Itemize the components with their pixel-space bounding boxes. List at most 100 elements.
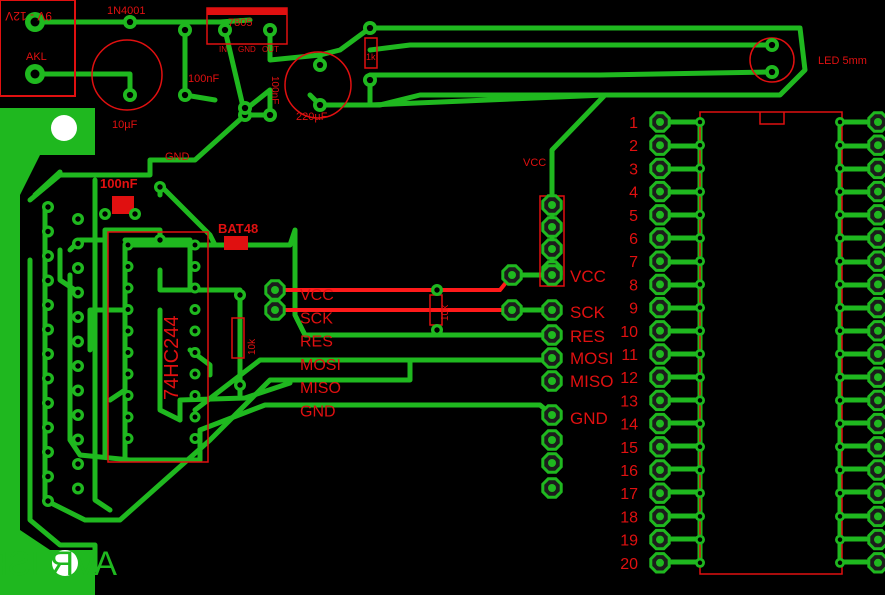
component-pad-hole [157, 184, 163, 190]
db25-pad-hole [75, 363, 81, 369]
led-pad-hole [768, 68, 776, 76]
header-label-right: VCC [570, 267, 606, 286]
socket-pad-drill [874, 141, 882, 150]
socket-pin-number: 9 [629, 301, 638, 318]
socket-via-hole [697, 166, 703, 171]
mounting-hole-top [51, 115, 77, 141]
socket-via-hole [837, 119, 843, 125]
signal-label-left: MOSI [300, 357, 341, 374]
cap-220uf-label: 220µF [296, 111, 328, 123]
socket-pin-number: 10 [620, 324, 638, 341]
component-pad-hole [237, 382, 243, 388]
component-pad-hole [366, 76, 374, 84]
socket-via-hole [837, 444, 843, 450]
component-pad-hole [181, 91, 189, 99]
ic-pad-hole [192, 350, 198, 355]
db25-pad-hole [75, 387, 81, 394]
socket-via-hole [837, 514, 843, 519]
ic-pad-hole [125, 307, 131, 312]
header-pad-drill [548, 354, 556, 362]
gnd-trace-label: GND [165, 151, 190, 163]
socket-pad-drill [874, 442, 882, 451]
component-pad-hole [221, 26, 229, 34]
db25-pad-hole [45, 424, 51, 431]
socket-pad-drill [874, 535, 882, 544]
header-pad-drill [548, 484, 556, 492]
socket-via-hole [697, 398, 703, 403]
socket-pad-drill [874, 164, 882, 173]
socket-pad-drill [874, 326, 882, 335]
socket-pad-drill [656, 442, 664, 451]
signal-label-left: MISO [300, 380, 341, 397]
socket-via-hole [697, 490, 703, 496]
socket-pin-number: 12 [620, 370, 638, 387]
ground-plane [0, 108, 95, 595]
component-pad-hole [316, 61, 324, 69]
header-label-right: MISO [570, 372, 613, 391]
silkscreen [91, 7, 843, 575]
socket-pad-drill [656, 210, 664, 219]
socket-pad-drill [656, 373, 664, 382]
component-pad-hole [157, 237, 163, 243]
socket-pin-number: 18 [620, 509, 638, 526]
component-pad-hole [126, 18, 134, 26]
socket-pad-drill [656, 535, 664, 544]
socket-pin-number: 15 [620, 440, 638, 457]
bat48-label: BAT48 [218, 221, 258, 236]
board-title: AVR ISP 6 [0, 545, 117, 583]
component-pad-hole [316, 101, 324, 109]
socket-via-hole [697, 514, 703, 519]
db25-pad-hole [75, 338, 81, 345]
db25-pad-hole [75, 216, 81, 222]
socket-pad-drill [656, 396, 664, 405]
db25-pad-hole [45, 204, 51, 210]
socket-via-hole [837, 374, 843, 380]
header-label-right: RES [570, 327, 605, 346]
socket-via-hole [697, 374, 703, 380]
header-pad-drill [548, 331, 556, 339]
socket-pad-drill [656, 257, 664, 266]
power-pad-hole [30, 17, 40, 27]
socket-via-hole [697, 351, 703, 357]
socket-pin-number: 20 [620, 556, 638, 573]
ic-pad-hole [192, 264, 198, 269]
socket-pad-drill [874, 466, 882, 474]
socket-pin-number: 13 [620, 393, 638, 410]
socket-via-hole [837, 235, 843, 241]
component-pad-hole [434, 327, 440, 333]
socket-pad-drill [656, 489, 664, 498]
socket-via-hole [837, 258, 843, 264]
header-pad-drill [548, 306, 556, 314]
socket-via-hole [697, 119, 703, 125]
socket-via-hole [697, 235, 703, 241]
component-pad-hole [241, 104, 249, 112]
header-pad-drill [548, 201, 556, 209]
socket-pin-number: 16 [620, 463, 638, 480]
socket-pad-drill [874, 234, 882, 242]
db25-pad-hole [75, 289, 81, 296]
socket-pad-drill [656, 558, 664, 567]
component-pad-hole [237, 292, 243, 298]
supply-label: 9V - 12V [5, 9, 52, 23]
socket-pad-drill [874, 303, 882, 312]
ic-pad-hole [192, 414, 198, 420]
socket-via-hole [837, 351, 843, 357]
cap-100nf-side-label: 100nF [269, 76, 280, 104]
jumper-pad-drill [508, 306, 516, 314]
db25-pad-hole [75, 461, 81, 467]
socket-via-hole [837, 305, 843, 310]
socket-via-hole [697, 537, 703, 542]
component-pad-hole [181, 26, 189, 34]
ic-pad-hole [125, 436, 131, 441]
header-pad-drill [548, 377, 556, 385]
cap-100nf-mid-label: 100nF [100, 176, 138, 191]
socket-via-hole [837, 328, 843, 334]
ic-pad-hole [125, 414, 131, 420]
db25-pad-hole [45, 351, 51, 357]
bat48-body [224, 236, 248, 250]
cap-100nf-body [112, 196, 134, 214]
pads [25, 12, 885, 574]
socket-via-hole [837, 398, 843, 403]
